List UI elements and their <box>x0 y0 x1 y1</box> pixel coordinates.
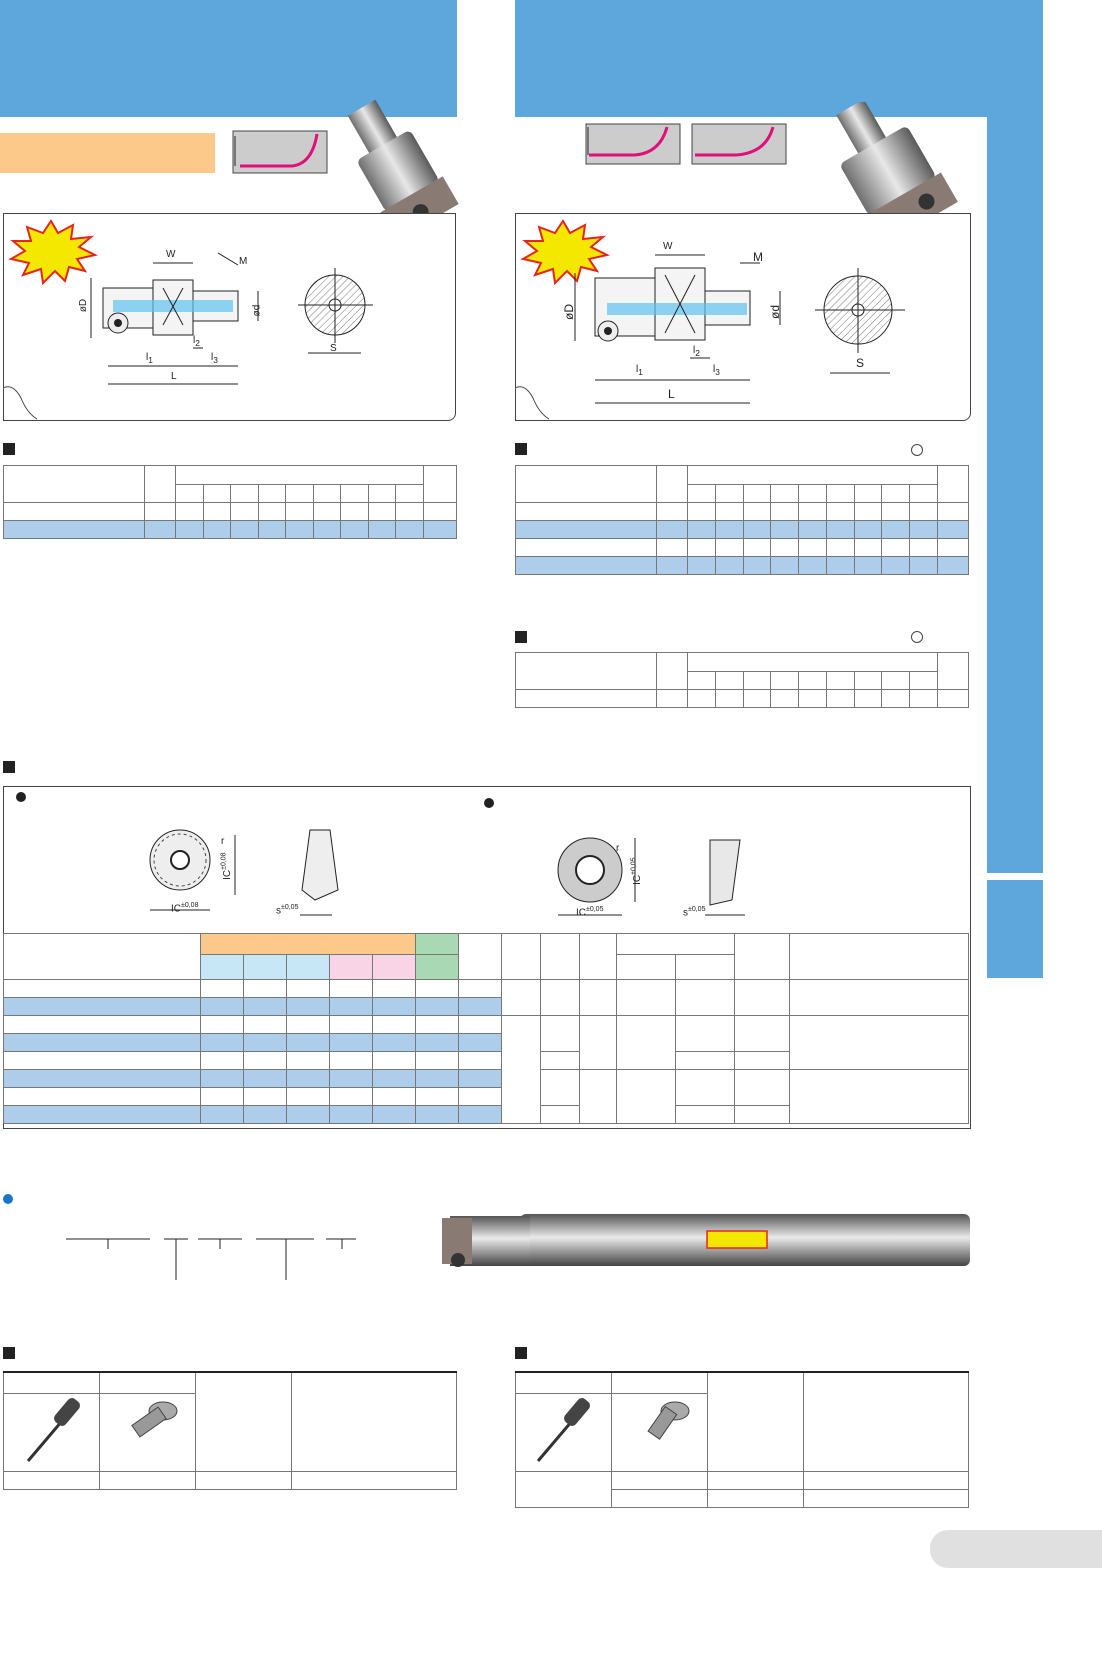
right-accessory-table <box>515 1371 969 1508</box>
right-technical-drawing <box>515 219 905 420</box>
side-tab-top <box>987 0 1043 117</box>
dim-M-left: M <box>239 256 248 267</box>
dim-L-left: L <box>171 371 177 382</box>
section-marker <box>515 443 527 455</box>
insert-r-left: r <box>221 836 225 847</box>
blue-bullet-icon <box>3 1194 13 1204</box>
dim-D-left: øD <box>78 298 90 313</box>
open-circle-icon <box>911 444 923 456</box>
order-code-diagram <box>66 1238 356 1280</box>
dim-W-left: W <box>166 249 176 260</box>
dim-l1-left: l1 <box>146 352 153 365</box>
section-marker <box>3 1347 15 1359</box>
section-marker <box>515 1347 527 1359</box>
dim-W-right: W <box>663 241 673 252</box>
dim-d-right: ød <box>768 304 783 320</box>
open-circle-icon <box>911 631 923 643</box>
side-tab-bar-upper <box>987 117 1043 873</box>
insert-s-left: s±0,05 <box>276 904 299 917</box>
milling-profile-icon-3 <box>691 123 787 165</box>
insert-table <box>3 933 969 1124</box>
section-marker <box>515 631 527 643</box>
insert-r-right: r <box>616 843 620 854</box>
dim-S-left: S <box>330 343 337 354</box>
section-marker <box>3 761 15 773</box>
insert-drawing-right <box>557 837 745 916</box>
dim-L-right: L <box>668 387 675 401</box>
right-spec-table <box>515 465 969 575</box>
dim-D-right: øD <box>562 304 576 320</box>
dim-d-left: ød <box>251 304 263 317</box>
screw-icon <box>131 1401 178 1438</box>
dim-l2-left: l2 <box>193 335 200 348</box>
right-header-banner <box>515 0 987 117</box>
insert-ic-h-right: IC±0,05 <box>576 906 604 919</box>
long-shank-tool-photo <box>442 1214 970 1267</box>
milling-profile-icon <box>232 130 328 174</box>
category-tag <box>0 133 215 173</box>
insert-s-right: s±0,05 <box>683 906 706 919</box>
dim-S-right: S <box>856 356 865 370</box>
section-marker <box>3 443 15 455</box>
insert-ic-h-left: IC±0,08 <box>171 902 199 915</box>
dim-l3-left: l3 <box>211 352 218 365</box>
dim-l1-right: l1 <box>636 364 643 377</box>
page-number-tab <box>930 1530 1102 1568</box>
dim-l3-right: l3 <box>713 364 720 377</box>
screw-icon <box>647 1401 690 1440</box>
dim-l2-right: l2 <box>693 345 700 358</box>
dim-M-right: M <box>753 250 763 264</box>
insert-ic-v-right: IC±0,05 <box>630 857 643 885</box>
bullet-icon <box>16 792 26 802</box>
left-header-banner <box>0 0 457 117</box>
milling-profile-icon-2 <box>585 123 681 165</box>
bullet-icon <box>484 798 494 808</box>
insert-ic-v-left: IC±0,08 <box>220 852 233 880</box>
new-starburst-icon <box>520 219 610 286</box>
left-spec-table <box>3 465 457 539</box>
left-accessory-table <box>3 1371 457 1490</box>
screwdriver-icon <box>26 1398 80 1462</box>
screwdriver-icon <box>536 1398 590 1462</box>
left-technical-drawing <box>3 219 373 420</box>
side-tab-bar-lower <box>987 880 1043 978</box>
right-spec-table-2 <box>515 652 969 708</box>
new-starburst-icon <box>8 219 98 286</box>
insert-drawing-left <box>149 829 339 916</box>
